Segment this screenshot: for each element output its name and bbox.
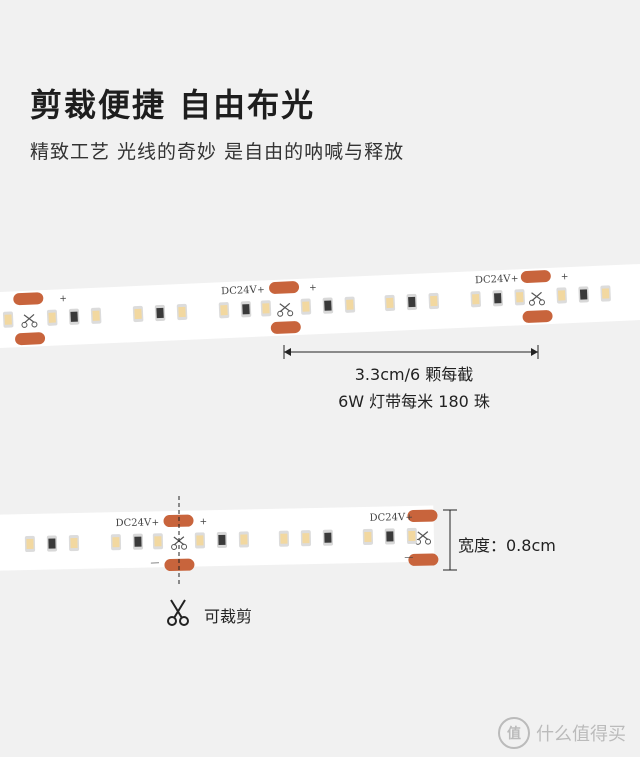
svg-text:+: + [511,274,519,284]
strip-marking: DC24V [115,517,152,529]
segment-length-label: 3.3cm/6 颗每截 [354,365,474,384]
svg-text:—: — [150,558,159,568]
led-strip-bottom: DC24V + DC24V + + — — [0,496,457,584]
svg-text:+: + [257,285,265,295]
watermark-text: 什么值得买 [536,724,626,745]
svg-text:—: — [404,553,413,563]
svg-text:+: + [405,513,413,523]
cut-label: 可裁剪 [204,607,253,626]
segment-dimension-line [283,345,539,359]
svg-text:+: + [561,272,569,282]
strip-body [0,505,435,572]
scissors-icon [167,599,189,626]
strip-marking: DC24V [369,512,406,524]
headline: 剪裁便捷 自由布光 [30,86,316,124]
tagline: 精致工艺 光线的奇妙 是自由的呐喊与释放 [30,141,405,163]
power-density-label: 6W 灯带每米 180 珠 [338,392,490,411]
strip-marking: DC24V [221,285,258,298]
svg-text:+: + [309,283,317,293]
strip-marking: DC24V [475,274,512,287]
svg-text:+: + [59,294,67,304]
watermark: 值 什么值得买 [498,717,626,749]
strip-body [0,263,640,349]
svg-text:+: + [199,517,207,527]
strip-width-label: 宽度：0.8cm [458,536,556,555]
svg-text:+: + [151,518,159,528]
led-strip-top: DC24V + DC24V + + + + [0,263,640,349]
watermark-logo-icon: 值 [498,717,530,749]
